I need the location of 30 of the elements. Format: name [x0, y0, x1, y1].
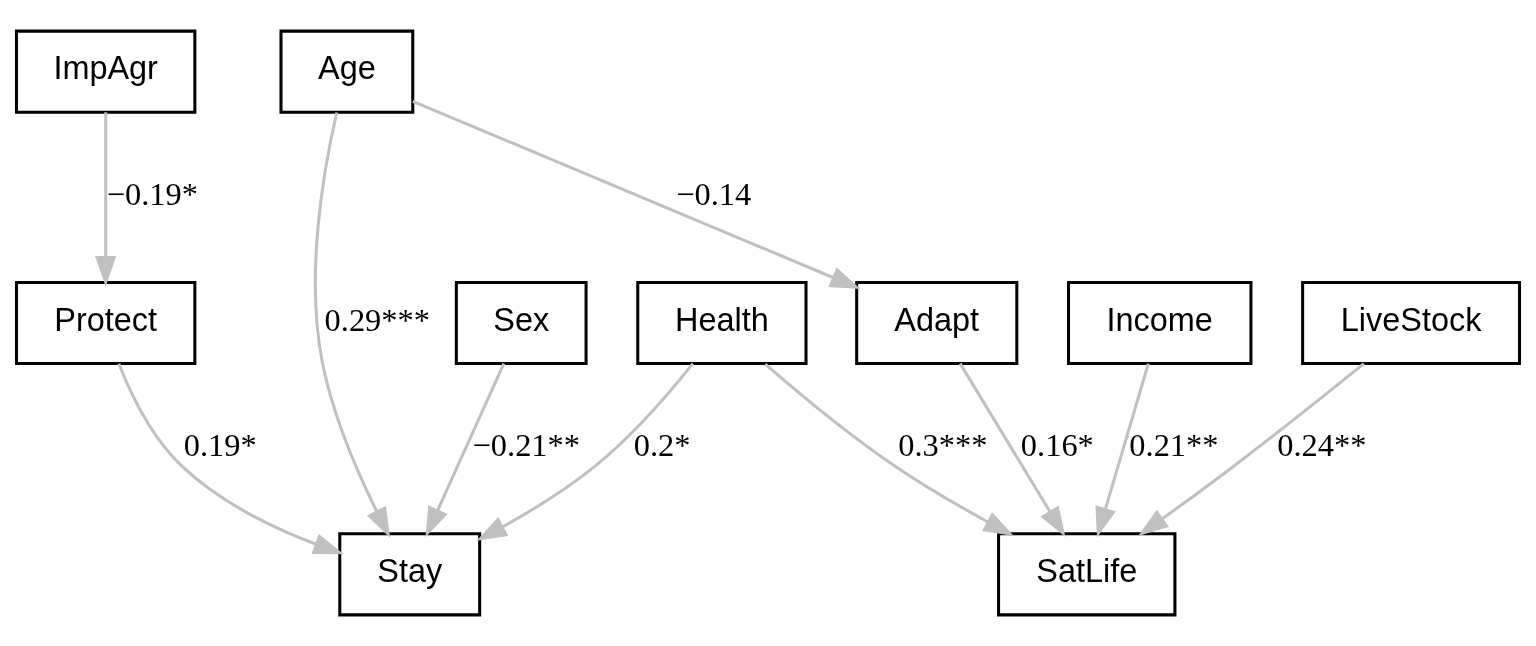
arrow — [117, 363, 344, 555]
node-box: SatLife — [997, 532, 1177, 617]
edge-label: 0.24** — [1277, 427, 1367, 464]
edge-label: −0.19* — [106, 176, 198, 213]
arrow — [412, 99, 861, 289]
node-box: Age — [279, 29, 415, 114]
arrow — [1095, 363, 1150, 538]
arrow — [764, 362, 1014, 536]
edge-label: 0.19* — [183, 427, 257, 464]
edge-label: −0.14 — [676, 176, 752, 213]
edge-label: −0.21** — [472, 427, 580, 464]
arrow — [313, 112, 391, 538]
node-box: Sex — [454, 280, 588, 366]
arrow — [1138, 362, 1365, 537]
arrow — [476, 362, 694, 541]
node-box: Protect — [14, 280, 197, 366]
node-box: Stay — [338, 532, 482, 617]
node-box: Health — [636, 280, 808, 366]
node-box: ImpAgr — [14, 29, 197, 114]
node-box: LiveStock — [1301, 280, 1522, 366]
arrow — [95, 112, 117, 287]
arrow — [425, 363, 506, 538]
edge-label: 0.21** — [1129, 427, 1219, 464]
edge-label: 0.2* — [633, 427, 691, 464]
edge-label: 0.29*** — [324, 301, 430, 338]
node-box: Adapt — [855, 280, 1019, 366]
edge-label: 0.3*** — [898, 427, 988, 464]
arrow — [958, 362, 1066, 538]
node-box: Income — [1067, 280, 1253, 366]
edge-label: 0.16* — [1020, 427, 1094, 464]
